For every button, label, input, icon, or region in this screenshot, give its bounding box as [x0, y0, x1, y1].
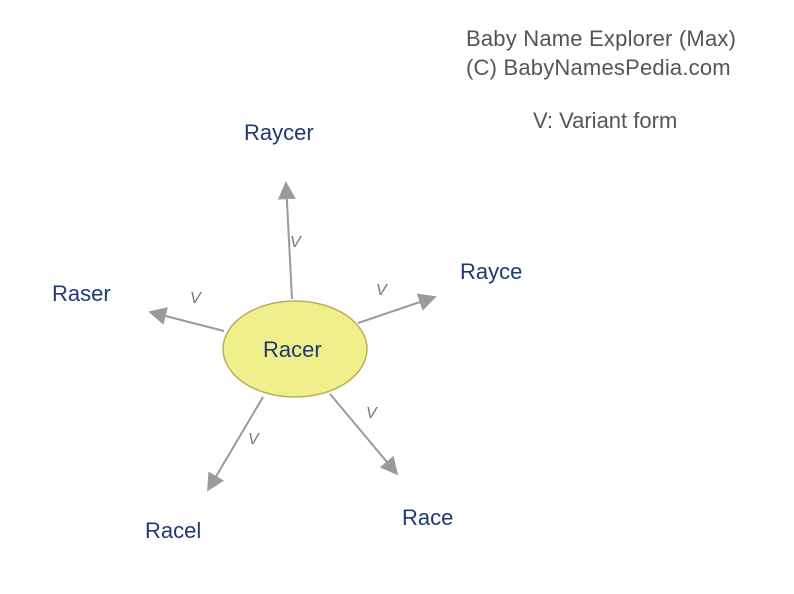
diagram-header: Baby Name Explorer (Max) (C) BabyNamesPe…: [466, 24, 736, 82]
edge-label-race: V: [366, 405, 377, 422]
node-race[interactable]: Race: [402, 505, 454, 530]
edge-race: [329, 393, 399, 476]
center-node-label: Racer: [263, 337, 322, 362]
node-raser[interactable]: Raser: [52, 281, 111, 306]
edge-raser: [148, 307, 225, 332]
node-racel[interactable]: Racel: [145, 518, 202, 543]
edge-raycer: [277, 181, 296, 300]
center-node: [222, 300, 368, 398]
edge-label-rayce: V: [376, 282, 387, 299]
diagram-title: Baby Name Explorer (Max): [466, 26, 737, 51]
copyright-text: (C) BabyNamesPedia.com: [466, 55, 731, 80]
edge-label-raycer: V: [290, 234, 301, 251]
edge-label-raser: V: [190, 290, 201, 307]
edge-rayce: [357, 293, 437, 324]
legend-text: V: Variant form: [533, 108, 678, 133]
edge-label-racel: V: [248, 431, 259, 448]
node-raycer[interactable]: Raycer: [244, 120, 314, 145]
edge-racel: [207, 396, 264, 492]
node-rayce[interactable]: Rayce: [460, 259, 523, 284]
